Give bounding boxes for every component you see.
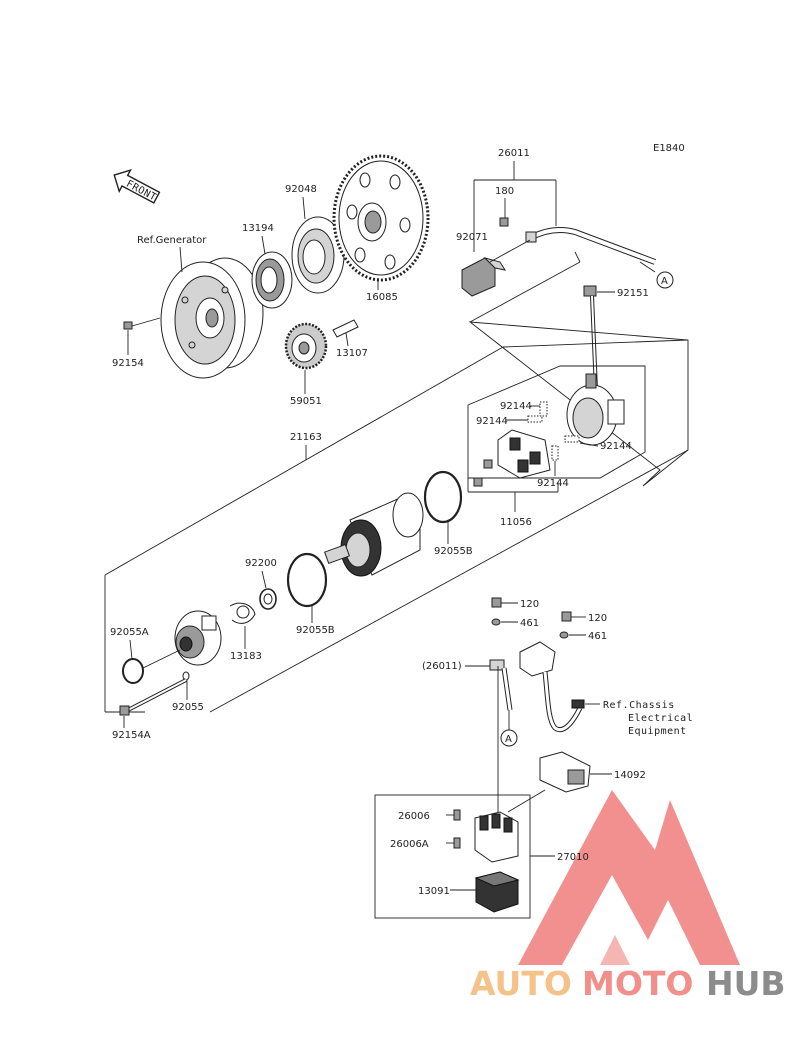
label-461-left: 461 (520, 618, 539, 629)
shaft-13107 (332, 319, 359, 338)
watermark-moto: MOTO (582, 964, 693, 1003)
bolt-120-right (561, 611, 572, 622)
front-arrow-icon: FRONT (113, 168, 161, 204)
label-92154: 92154 (112, 358, 144, 369)
label-26006: 26006 (398, 811, 430, 822)
relay-cable-right (519, 641, 585, 733)
label-26006a: 26006A (390, 839, 429, 850)
label-120-left: 120 (520, 599, 539, 610)
svg-text:A: A (505, 734, 512, 745)
relay-cover-13091 (474, 871, 520, 913)
label-92055: 92055 (172, 702, 204, 713)
front-cover (174, 610, 222, 666)
label-26011-ref: (26011) (422, 661, 462, 672)
label-26011: 26011 (498, 148, 530, 159)
label-ref-chassis-2: Electrical (628, 713, 693, 724)
marker-a-top: A (656, 271, 674, 289)
label-92144-d: 92144 (537, 478, 569, 489)
bolt-120-left (491, 597, 502, 608)
label-13091: 13091 (418, 886, 450, 897)
o-ring-92055b-lower (286, 552, 328, 608)
generator-rotor (160, 257, 264, 379)
bolt-92154a (119, 678, 187, 716)
o-ring-92055a (122, 658, 144, 684)
label-92144-c: 92144 (600, 441, 632, 452)
label-92071: 92071 (456, 232, 488, 243)
watermark-hub: HUB (706, 964, 786, 1003)
label-ref-generator: Ref.Generator (137, 235, 207, 246)
label-92151: 92151 (617, 288, 649, 299)
relay-case-14092 (539, 751, 591, 793)
label-ref-chassis-1: Ref.Chassis (603, 700, 675, 711)
watermark-auto: AUTO (470, 964, 572, 1003)
brush-spring-4 (551, 445, 559, 461)
label-ref-chassis-3: Equipment (628, 726, 687, 737)
fuse-26006 (453, 809, 461, 821)
label-92048: 92048 (285, 184, 317, 195)
label-59051: 59051 (290, 396, 322, 407)
label-92055b-lower: 92055B (296, 625, 335, 636)
terminal-cap (461, 257, 507, 297)
label-14092: 14092 (614, 770, 646, 781)
label-13194: 13194 (242, 223, 274, 234)
o-ring-92055b-upper (423, 470, 463, 524)
relay-group-box (374, 794, 531, 919)
watermark-text: AUTO MOTO HUB (470, 964, 786, 1003)
starter-relay (474, 811, 519, 863)
diagram-code: E1840 (653, 143, 685, 154)
svg-text:A: A (661, 276, 668, 287)
motor-yoke (323, 492, 424, 577)
starter-clutch (251, 251, 293, 309)
label-11056: 11056 (500, 517, 532, 528)
label-120-right: 120 (588, 613, 607, 624)
brush-spring-1 (539, 401, 548, 417)
brush-holder (473, 429, 551, 487)
label-16085: 16085 (366, 292, 398, 303)
nut-461-right (559, 631, 569, 639)
label-13107: 13107 (336, 348, 368, 359)
label-92154a: 92154A (112, 730, 151, 741)
relay-cable-left (489, 659, 513, 711)
fuse-26006a (453, 837, 461, 849)
o-ring-92055 (182, 671, 190, 681)
clutch-housing (291, 216, 345, 294)
rear-cover (566, 373, 625, 446)
label-92144-b: 92144 (476, 416, 508, 427)
label-92055b-upper: 92055B (434, 546, 473, 557)
label-92055a: 92055A (110, 627, 149, 638)
watermark-triangle-icon (518, 790, 740, 965)
plate-13183 (229, 602, 256, 624)
starter-cable (525, 227, 657, 265)
label-27010: 27010 (557, 852, 589, 863)
label-180: 180 (495, 186, 514, 197)
brush-spring-3 (564, 435, 580, 443)
starter-gear (332, 154, 430, 282)
brush-spring-2 (527, 415, 543, 423)
nut-461-left (491, 618, 501, 626)
watermark-logo (518, 790, 740, 965)
label-92200: 92200 (245, 558, 277, 569)
washer-92200 (259, 588, 277, 610)
idle-gear (284, 322, 328, 370)
label-21163: 21163 (290, 432, 322, 443)
marker-a-bottom: A (500, 729, 518, 747)
label-461-right: 461 (588, 631, 607, 642)
bolt-92154 (123, 321, 133, 330)
label-92144-a: 92144 (500, 401, 532, 412)
label-13183: 13183 (230, 651, 262, 662)
